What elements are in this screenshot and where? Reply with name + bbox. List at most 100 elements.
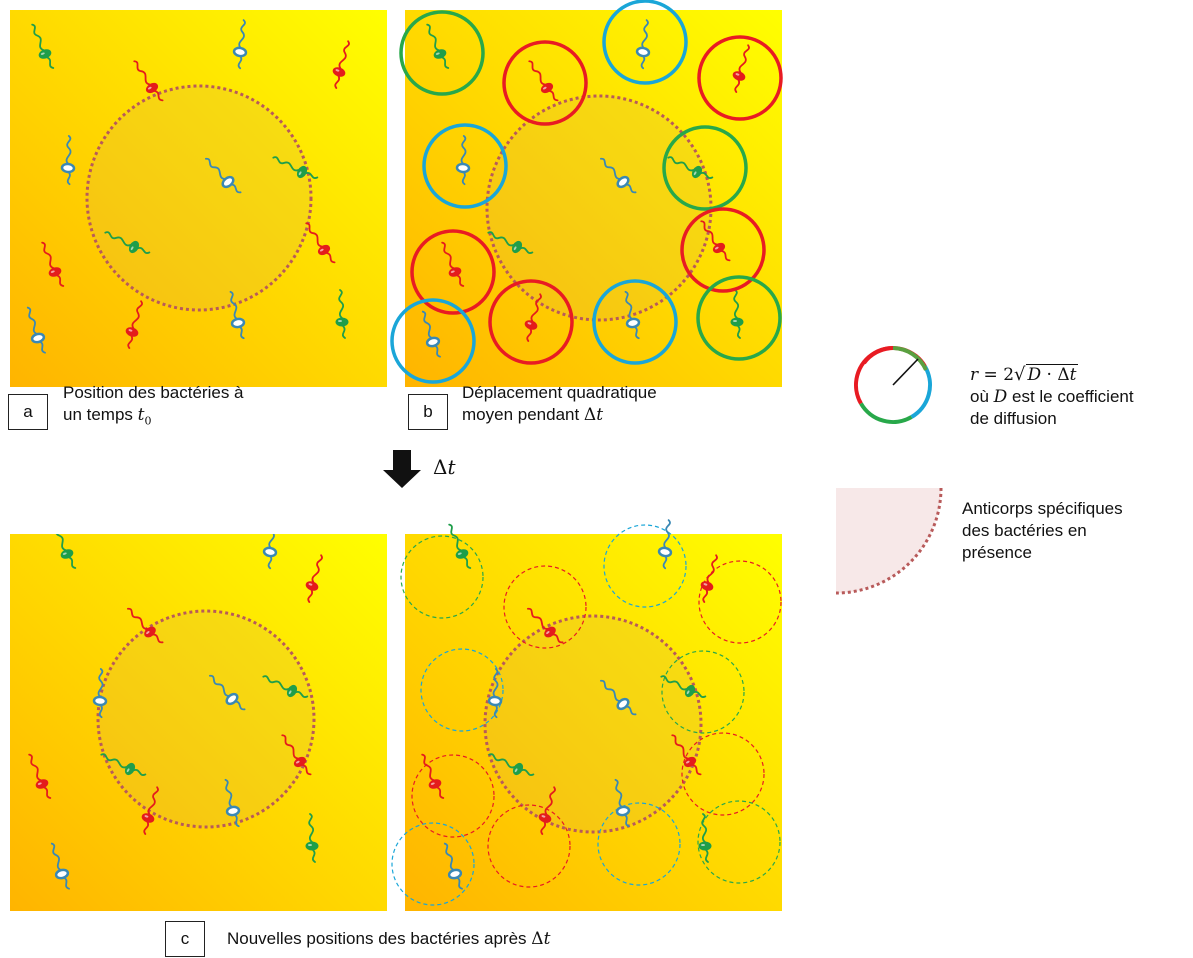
label-b: b [408, 394, 448, 430]
bacterium-blue [487, 668, 503, 719]
bacterium-green [305, 813, 319, 863]
bacterium-blue [599, 679, 637, 716]
bacterium-blue [262, 534, 278, 570]
bacterium-green [31, 23, 55, 69]
antibody-legend-icon [836, 488, 943, 595]
diffusion-circle-red [410, 229, 496, 315]
bacterium-blue [60, 135, 76, 186]
bacterium-red [133, 60, 164, 102]
bacterium-red [281, 734, 312, 776]
caption-a: Position des bactéries à un temps t0 [63, 382, 343, 432]
diffusion-circle-red [680, 207, 766, 293]
diffusion-circle-red [698, 560, 782, 644]
bacterium-green [100, 753, 147, 776]
caption-b: Déplacement quadratique moyen pendant Δt [462, 382, 728, 426]
caption-c-delta: Δ [531, 929, 544, 949]
bacterium-blue [599, 157, 637, 194]
diffusion-circle-blue [603, 524, 687, 608]
label-c: c [165, 921, 205, 957]
bacterium-red [671, 734, 702, 776]
legend-formula-line2: où D est le coefficient [970, 386, 1134, 408]
panel-c-right-canvas [391, 519, 782, 911]
diffusion-circle-green [662, 125, 748, 211]
caption-b-var: t [596, 405, 604, 425]
diffusion-circle-green [400, 535, 484, 619]
diffusion-circle-green [661, 650, 745, 734]
diffusion-circle-blue [592, 279, 678, 365]
bacterium-blue [224, 778, 241, 828]
bacterium-blue [455, 135, 471, 186]
legend-formula: r = 2√D · Δt où D est le coefficient de … [970, 364, 1134, 430]
diffusion-circle-blue [597, 802, 681, 886]
antibody-zone [85, 84, 313, 312]
caption-c-var: t [543, 929, 551, 949]
panel-c-right [391, 519, 782, 911]
label-a: a [8, 394, 48, 430]
bacterium-green [448, 523, 472, 569]
bacterium-red [526, 607, 564, 644]
bacterium-blue [92, 668, 108, 719]
antibody-zone [483, 614, 703, 834]
diffusion-circle-green [697, 800, 781, 884]
diffusion-circle-red [487, 804, 571, 888]
formula-dot: · Δ [1041, 365, 1070, 385]
diffusion-circle-green [696, 275, 782, 361]
bacterium-red [125, 300, 143, 349]
panel-c-left-canvas [10, 534, 387, 911]
bacterium-blue [232, 19, 248, 70]
panel-b [390, 0, 783, 387]
bacterium-red [332, 40, 350, 89]
bacterium-blue [204, 157, 242, 194]
diffusion-circle-blue [391, 822, 475, 906]
bacterium-red [441, 241, 465, 287]
bacterium-blue [614, 778, 631, 828]
down-arrow-icon [383, 450, 421, 488]
bacterium-red [305, 222, 336, 264]
panel-a-canvas [10, 10, 387, 387]
caption-a-var: t [137, 405, 145, 425]
diffusion-circle-red [697, 35, 783, 121]
caption-b-line1: Déplacement quadratique [462, 383, 657, 402]
caption-a-line1: Position des bactéries à [63, 383, 244, 402]
caption-c-prefix: Nouvelles positions des bactéries après [227, 929, 532, 948]
bacterium-green [488, 753, 535, 776]
bacterium-red [126, 607, 164, 644]
bacterium-blue [657, 519, 673, 570]
formula-D: D [1027, 365, 1042, 385]
legend-formula-line1: r = 2√D · Δt [970, 364, 1079, 385]
bacterium-green [272, 156, 319, 179]
legend-formula-line3: de diffusion [970, 409, 1057, 428]
bacterium-blue [50, 842, 70, 890]
diffusion-circle-red [503, 565, 587, 649]
bacterium-green [487, 231, 534, 254]
bacterium-red [305, 554, 323, 603]
diffusion-circle-blue [602, 0, 688, 85]
bacterium-red [28, 753, 52, 799]
bacterium-red [528, 60, 559, 102]
arrow-var: t [447, 455, 456, 479]
legend-line2-prefix: où [970, 387, 994, 406]
legend-antibody-line2: des bactéries en [962, 521, 1087, 540]
diffusion-circle-green [399, 10, 485, 96]
diffusion-circle-red [681, 732, 765, 816]
bacterium-green [730, 289, 744, 339]
bacterium-blue [635, 19, 651, 70]
diffusion-circle-red [411, 754, 495, 838]
caption-b-line2: moyen pendant Δt [462, 404, 728, 426]
bacterium-red [700, 554, 718, 603]
caption-a-line2: un temps t0 [63, 404, 343, 432]
bacterium-green [262, 675, 309, 698]
diffusion-circle-red [502, 40, 588, 126]
caption-c: Nouvelles positions des bactéries après … [227, 928, 550, 950]
legend-antibody-line3: présence [962, 543, 1032, 562]
caption-a-prefix: un temps [63, 405, 138, 424]
diffusion-circle-blue [420, 648, 504, 732]
antibody-zone [96, 609, 316, 829]
bacterium-blue [229, 290, 246, 340]
legend-antibody-line1: Anticorps spécifiques [962, 499, 1123, 518]
antibody-zone [485, 94, 713, 322]
bacterium-blue [26, 306, 46, 354]
diffusion-circle-blue [422, 123, 508, 209]
formula-eq: = 2 [978, 365, 1015, 385]
bacterium-red [700, 220, 731, 262]
